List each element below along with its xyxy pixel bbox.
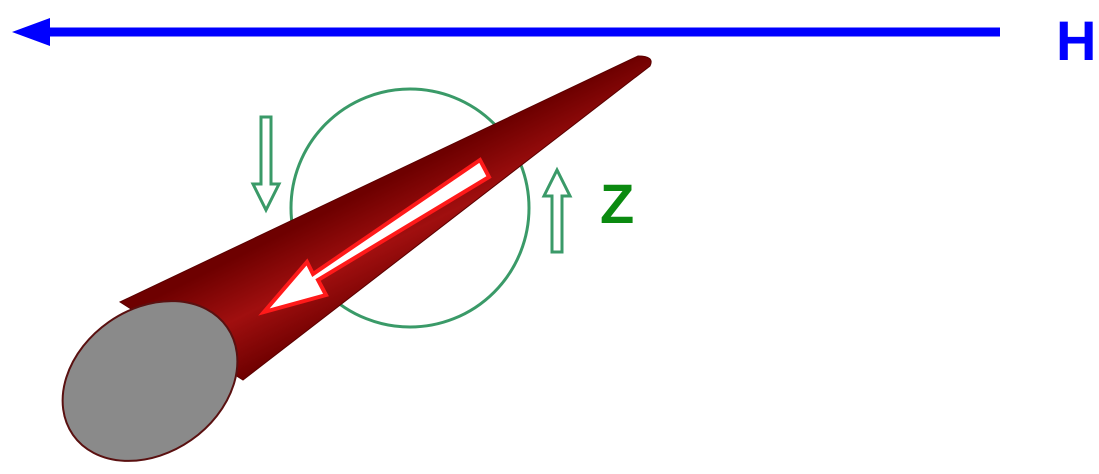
field-arrow — [12, 18, 1000, 46]
left-arrow-icon — [12, 18, 50, 46]
field-label: H — [1056, 13, 1096, 69]
hollow-up-arrow-icon — [544, 170, 570, 252]
rotation-label: Z — [600, 176, 634, 232]
hollow-down-arrow-icon — [253, 117, 279, 210]
